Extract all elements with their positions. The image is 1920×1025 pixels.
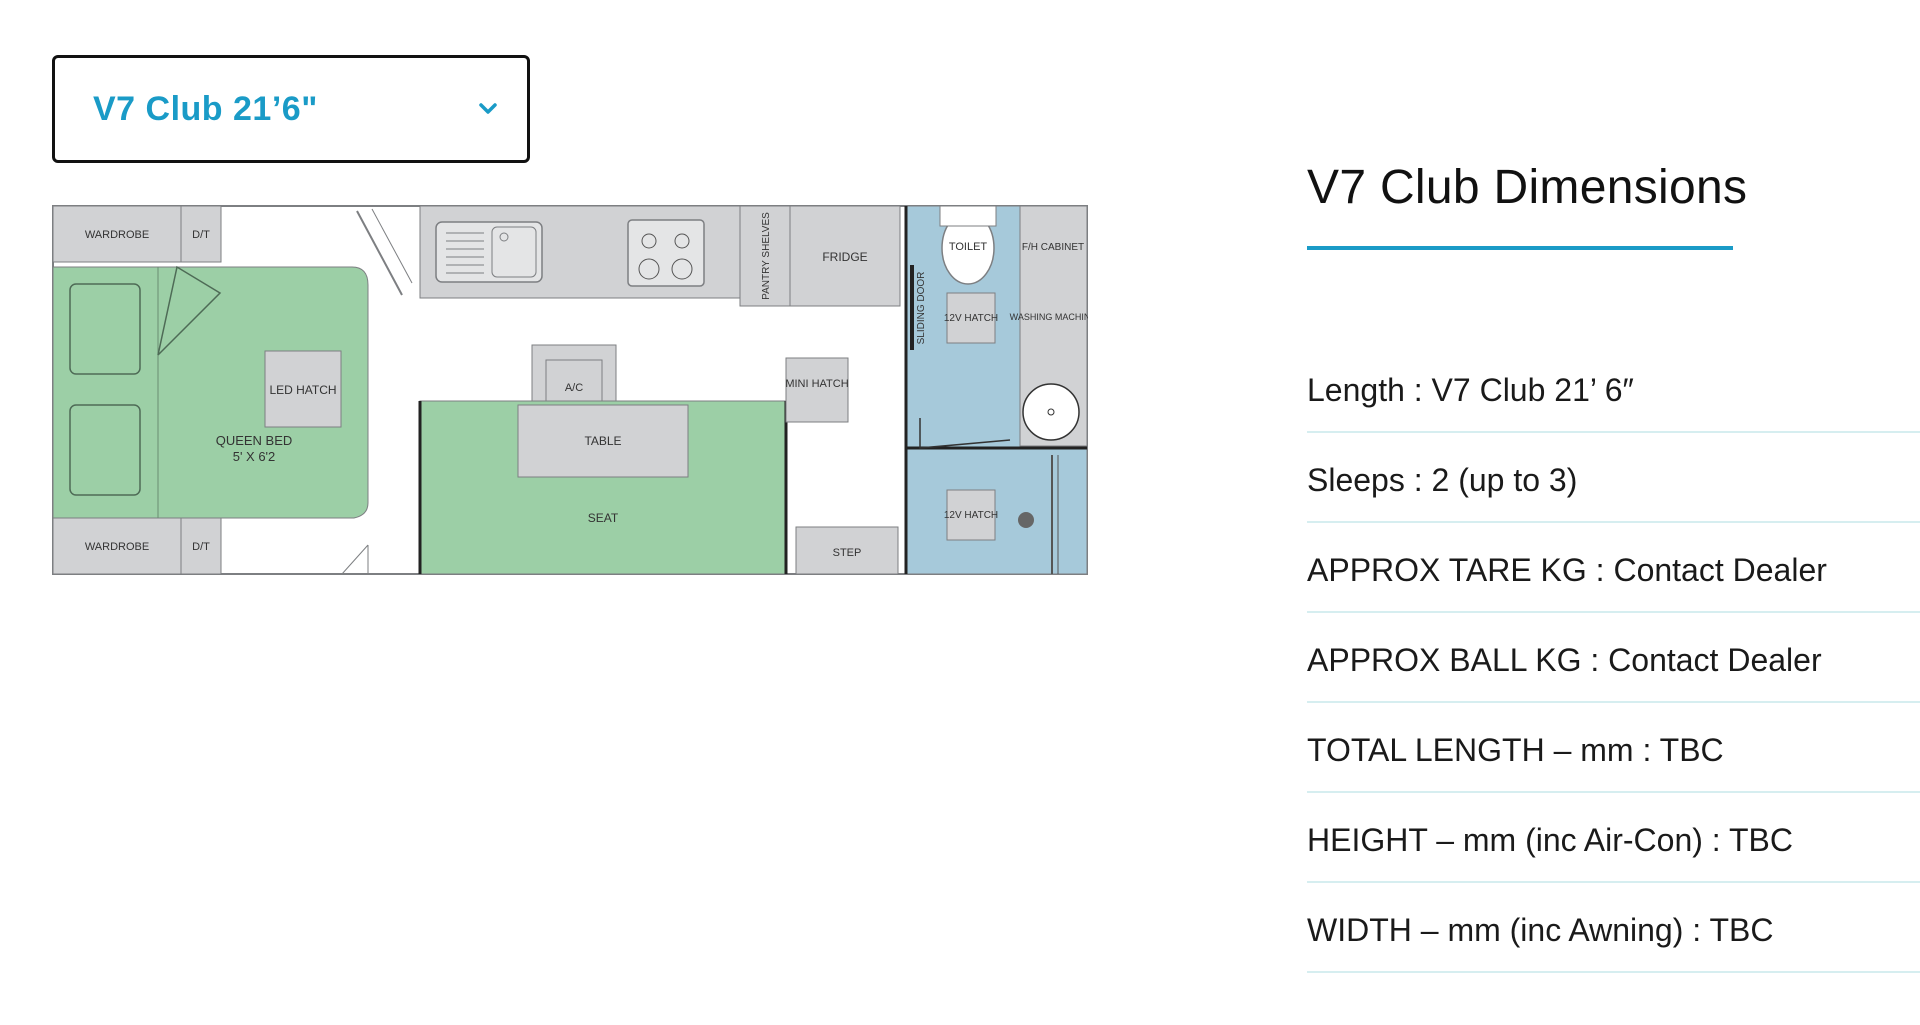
model-select-value: V7 Club 21’6" [93, 89, 318, 128]
dimension-row: WIDTH – mm (inc Awning) : TBC [1307, 883, 1920, 973]
label-fh-cabinet: F/H CABINET [1022, 242, 1084, 253]
label-seat: SEAT [588, 511, 619, 525]
label-toilet: TOILET [949, 241, 988, 253]
dt-bottom [180, 517, 222, 575]
dimension-row: APPROX BALL KG : Contact Dealer [1307, 613, 1920, 703]
chevron-down-icon [479, 103, 497, 114]
table [517, 404, 689, 478]
label-led-hatch: LED HATCH [269, 383, 336, 397]
fridge [789, 205, 901, 307]
pillow-top [69, 283, 141, 375]
label-pantry-shelves: PANTRY SHELVES [761, 212, 772, 300]
label-dt-top: D/T [192, 229, 210, 241]
dimensions-list: Length : V7 Club 21’ 6″ Sleeps : 2 (up t… [1307, 343, 1920, 973]
step [795, 526, 899, 575]
label-fridge: FRIDGE [822, 250, 867, 264]
cooktop [627, 219, 705, 287]
wardrobe-bottom [52, 517, 182, 575]
label-step: STEP [833, 547, 862, 559]
dimension-row: TOTAL LENGTH – mm : TBC [1307, 703, 1920, 793]
dimension-row: APPROX TARE KG : Contact Dealer [1307, 523, 1920, 613]
floorplan-image: WARDROBE D/T WARDROBE D/T LED HATCH QUEE… [52, 205, 1088, 575]
hatch-12v-top [946, 292, 996, 344]
pantry-shelves [739, 205, 791, 307]
label-wardrobe-bottom: WARDROBE [85, 541, 149, 553]
dt-top [180, 205, 222, 263]
dimensions-title: V7 Club Dimensions [1307, 161, 1748, 214]
label-hatch-12v-bottom: 12V HATCH [944, 510, 998, 521]
pillow-bottom [69, 404, 141, 496]
led-hatch [264, 350, 342, 428]
dimension-row: HEIGHT – mm (inc Air-Con) : TBC [1307, 793, 1920, 883]
shower-drain [1018, 512, 1034, 528]
mini-hatch [785, 357, 849, 423]
model-select[interactable]: V7 Club 21’6" [52, 55, 530, 163]
washing-machine [1022, 383, 1080, 441]
label-bed-size: 5' X 6'2 [233, 449, 276, 464]
label-washing-machine: WASHING MACHINE [1010, 312, 1088, 322]
wardrobe-top [52, 205, 182, 263]
label-sliding-door: SLIDING DOOR [916, 272, 927, 345]
label-ac: A/C [565, 382, 583, 394]
label-hatch-12v-top: 12V HATCH [944, 313, 998, 324]
label-table: TABLE [584, 434, 621, 448]
label-mini-hatch: MINI HATCH [785, 378, 848, 390]
dimension-row: Sleeps : 2 (up to 3) [1307, 433, 1920, 523]
dimension-row: Length : V7 Club 21’ 6″ [1307, 343, 1920, 433]
label-wardrobe-top: WARDROBE [85, 229, 149, 241]
label-dt-bottom: D/T [192, 541, 210, 553]
label-queen-bed: QUEEN BED [216, 433, 293, 448]
title-underline [1307, 246, 1733, 250]
hatch-12v-bottom [946, 489, 996, 541]
